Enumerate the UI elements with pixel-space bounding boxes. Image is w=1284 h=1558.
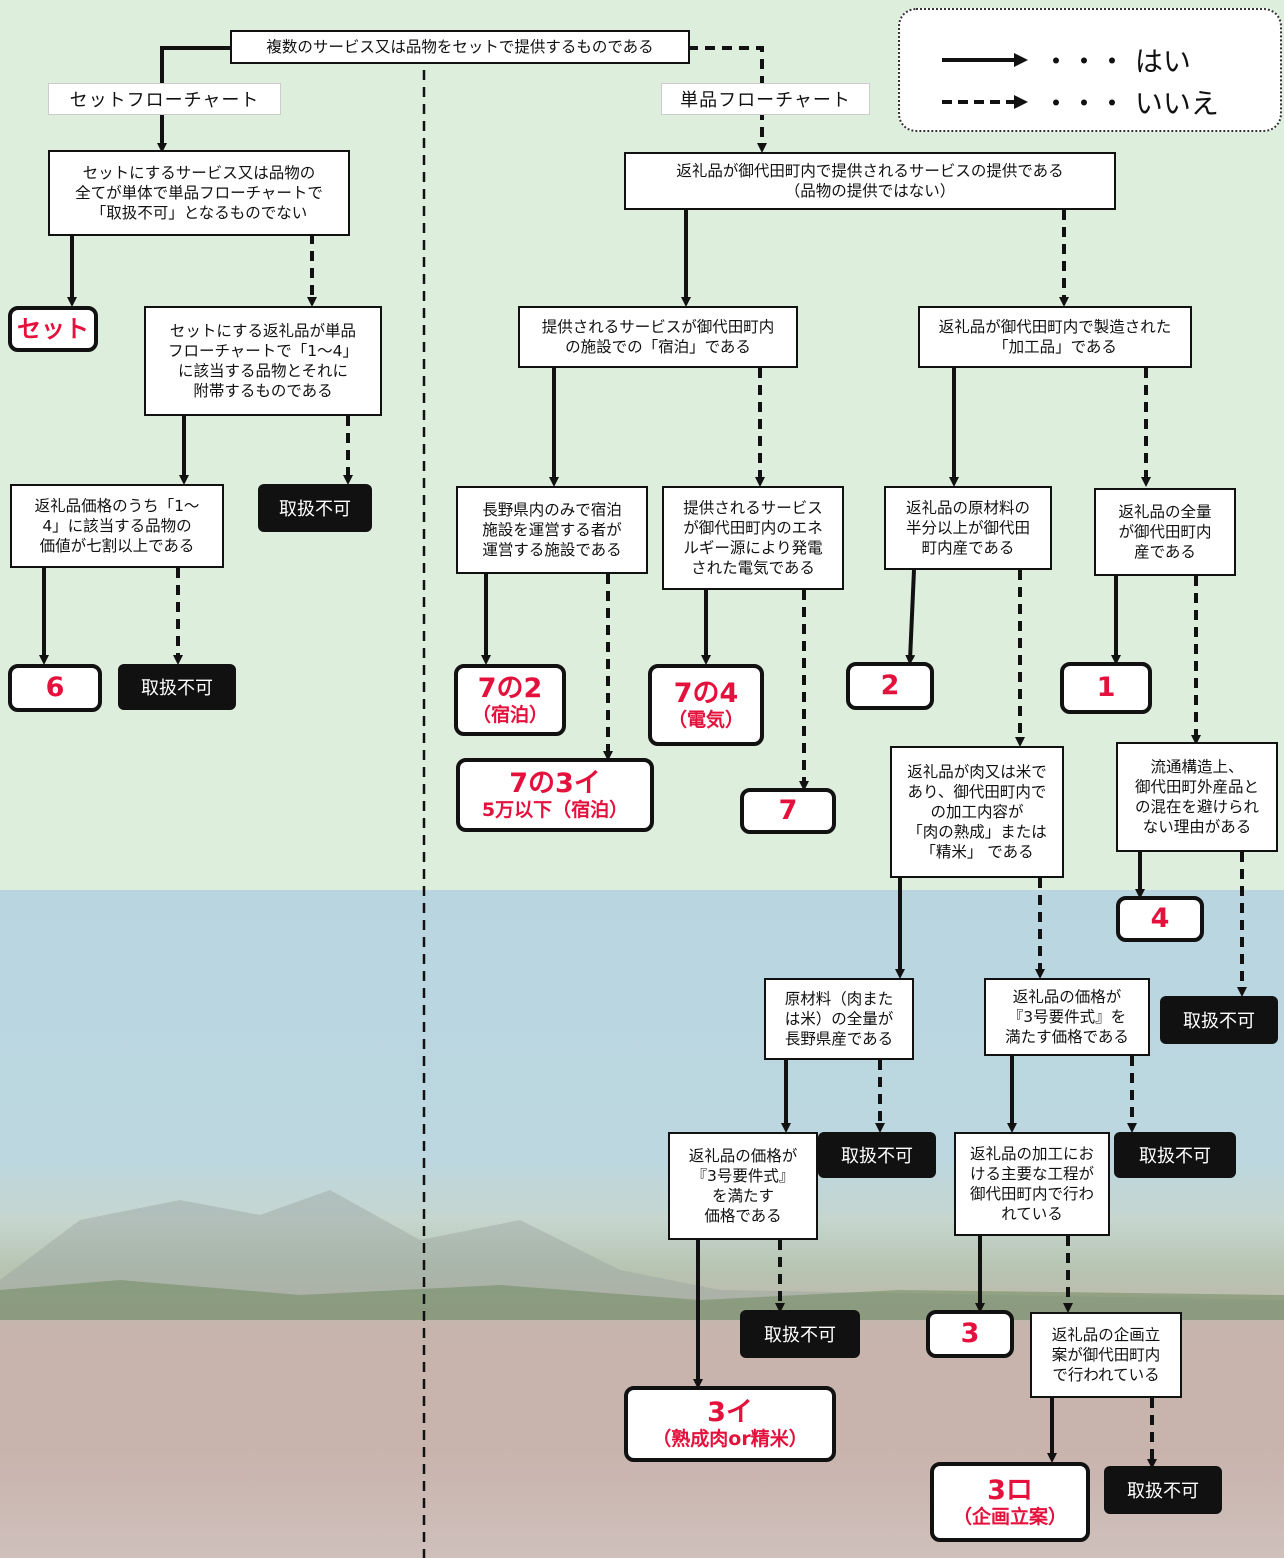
legend-no-text: ・・・ いいえ: [1042, 87, 1219, 120]
question-set-all-not-excluded: セットにするサービス又は品物の 全てが単体で単品フローチャートで 「取扱不可」と…: [48, 150, 350, 236]
question-set-70percent: 返礼品価格のうち「1〜 4」に該当する品物の 価値が七割以上である: [10, 484, 224, 568]
not-allowed-badge: 取扱不可: [818, 1132, 936, 1178]
question-set-1to4: セットにする返礼品が単品 フローチャートで「1〜4」 に該当する品物とそれに 附…: [144, 306, 382, 416]
question-nagano-operator: 長野県内のみで宿泊 施設を運営する者が 運営する施設である: [456, 486, 648, 574]
result-2: 2: [846, 662, 934, 710]
result-7-4-top: 7の4: [673, 678, 739, 709]
not-allowed-badge: 取扱不可: [258, 484, 372, 532]
result-2-text: 2: [880, 670, 900, 701]
result-3ro: 3ロ （企画立案）: [930, 1462, 1090, 1542]
result-4: 4: [1116, 896, 1204, 942]
result-6: 6: [8, 664, 102, 712]
result-1-text: 1: [1096, 672, 1116, 703]
result-7-2: 7の2 （宿泊）: [454, 664, 566, 736]
question-price-2: 返礼品の価格が 『3号要件式』 を満たす 価格である: [668, 1132, 818, 1240]
not-allowed-badge: 取扱不可: [1104, 1466, 1222, 1514]
result-7-text: 7: [778, 795, 798, 826]
not-allowed-badge: 取扱不可: [740, 1310, 860, 1358]
result-set-text: セット: [17, 315, 89, 343]
not-allowed-badge: 取扱不可: [118, 664, 236, 710]
question-all-local: 返礼品の全量 が御代田町内 産である: [1094, 488, 1236, 576]
question-service: 返礼品が御代田町内で提供されるサービスの提供である （品物の提供ではない）: [624, 152, 1116, 210]
result-3-text: 3: [960, 1318, 980, 1349]
result-7-3i-top: 7の3イ: [509, 768, 601, 799]
result-3ro-bottom: （企画立案）: [952, 1506, 1067, 1528]
result-1: 1: [1060, 662, 1152, 714]
result-set: セット: [8, 306, 98, 352]
result-7-4-bottom: （電気）: [667, 709, 744, 731]
result-3: 3: [926, 1310, 1014, 1358]
not-allowed-badge: 取扱不可: [1114, 1132, 1236, 1178]
single-flowchart-label: 単品フローチャート: [661, 83, 870, 115]
question-price-1: 返礼品の価格が 『3号要件式』を 満たす価格である: [984, 978, 1150, 1056]
legend: ・・・ はい ・・・ いいえ: [898, 8, 1282, 132]
result-3i: 3イ （熟成肉or精米）: [624, 1386, 836, 1462]
result-7-4: 7の4 （電気）: [648, 664, 764, 746]
question-processed: 返礼品が御代田町内で製造された 「加工品」である: [918, 306, 1192, 368]
question-planning: 返礼品の企画立 案が御代田町内 で行われている: [1030, 1312, 1182, 1398]
question-energy: 提供されるサービス が御代田町内のエネ ルギー源により発電 された電気である: [662, 486, 844, 590]
result-7-2-top: 7の2: [477, 673, 543, 704]
result-7-3i: 7の3イ 5万以下（宿泊）: [456, 758, 654, 832]
top-background: [0, 0, 1284, 890]
solid-arrow-icon: [942, 53, 1028, 67]
result-6-text: 6: [45, 672, 65, 703]
result-7: 7: [740, 788, 836, 834]
result-3i-top: 3イ: [707, 1397, 753, 1428]
question-distribution: 流通構造上、 御代田町外産品と の混在を避けられ ない理由がある: [1116, 742, 1278, 852]
legend-yes-text: ・・・ はい: [1042, 45, 1191, 78]
result-3i-bottom: （熟成肉or精米）: [652, 1428, 808, 1450]
question-main-process: 返礼品の加工にお ける主要な工程が 御代田町内で行わ れている: [954, 1132, 1110, 1236]
dashed-arrow-icon: [942, 95, 1028, 109]
not-allowed-badge: 取扱不可: [1160, 996, 1278, 1044]
set-flowchart-label: セットフローチャート: [48, 83, 281, 115]
question-half-material: 返礼品の原材料の 半分以上が御代田 町内産である: [884, 486, 1052, 570]
legend-yes: ・・・ はい: [940, 40, 1191, 80]
legend-no: ・・・ いいえ: [940, 82, 1219, 122]
result-7-3i-bottom: 5万以下（宿泊）: [481, 799, 629, 821]
question-top: 複数のサービス又は品物をセットで提供するものである: [230, 30, 690, 64]
result-3ro-top: 3ロ: [987, 1475, 1033, 1506]
result-7-2-bottom: （宿泊）: [471, 704, 548, 726]
question-raw-material: 原材料（肉また は米）の全量が 長野県産である: [764, 978, 914, 1060]
question-lodging: 提供されるサービスが御代田町内 の施設での「宿泊」である: [518, 306, 798, 368]
result-4-text: 4: [1150, 903, 1170, 934]
question-meat-rice: 返礼品が肉又は米で あり、御代田町内で の加工内容が 「肉の熟成」または 「精米…: [890, 746, 1064, 878]
